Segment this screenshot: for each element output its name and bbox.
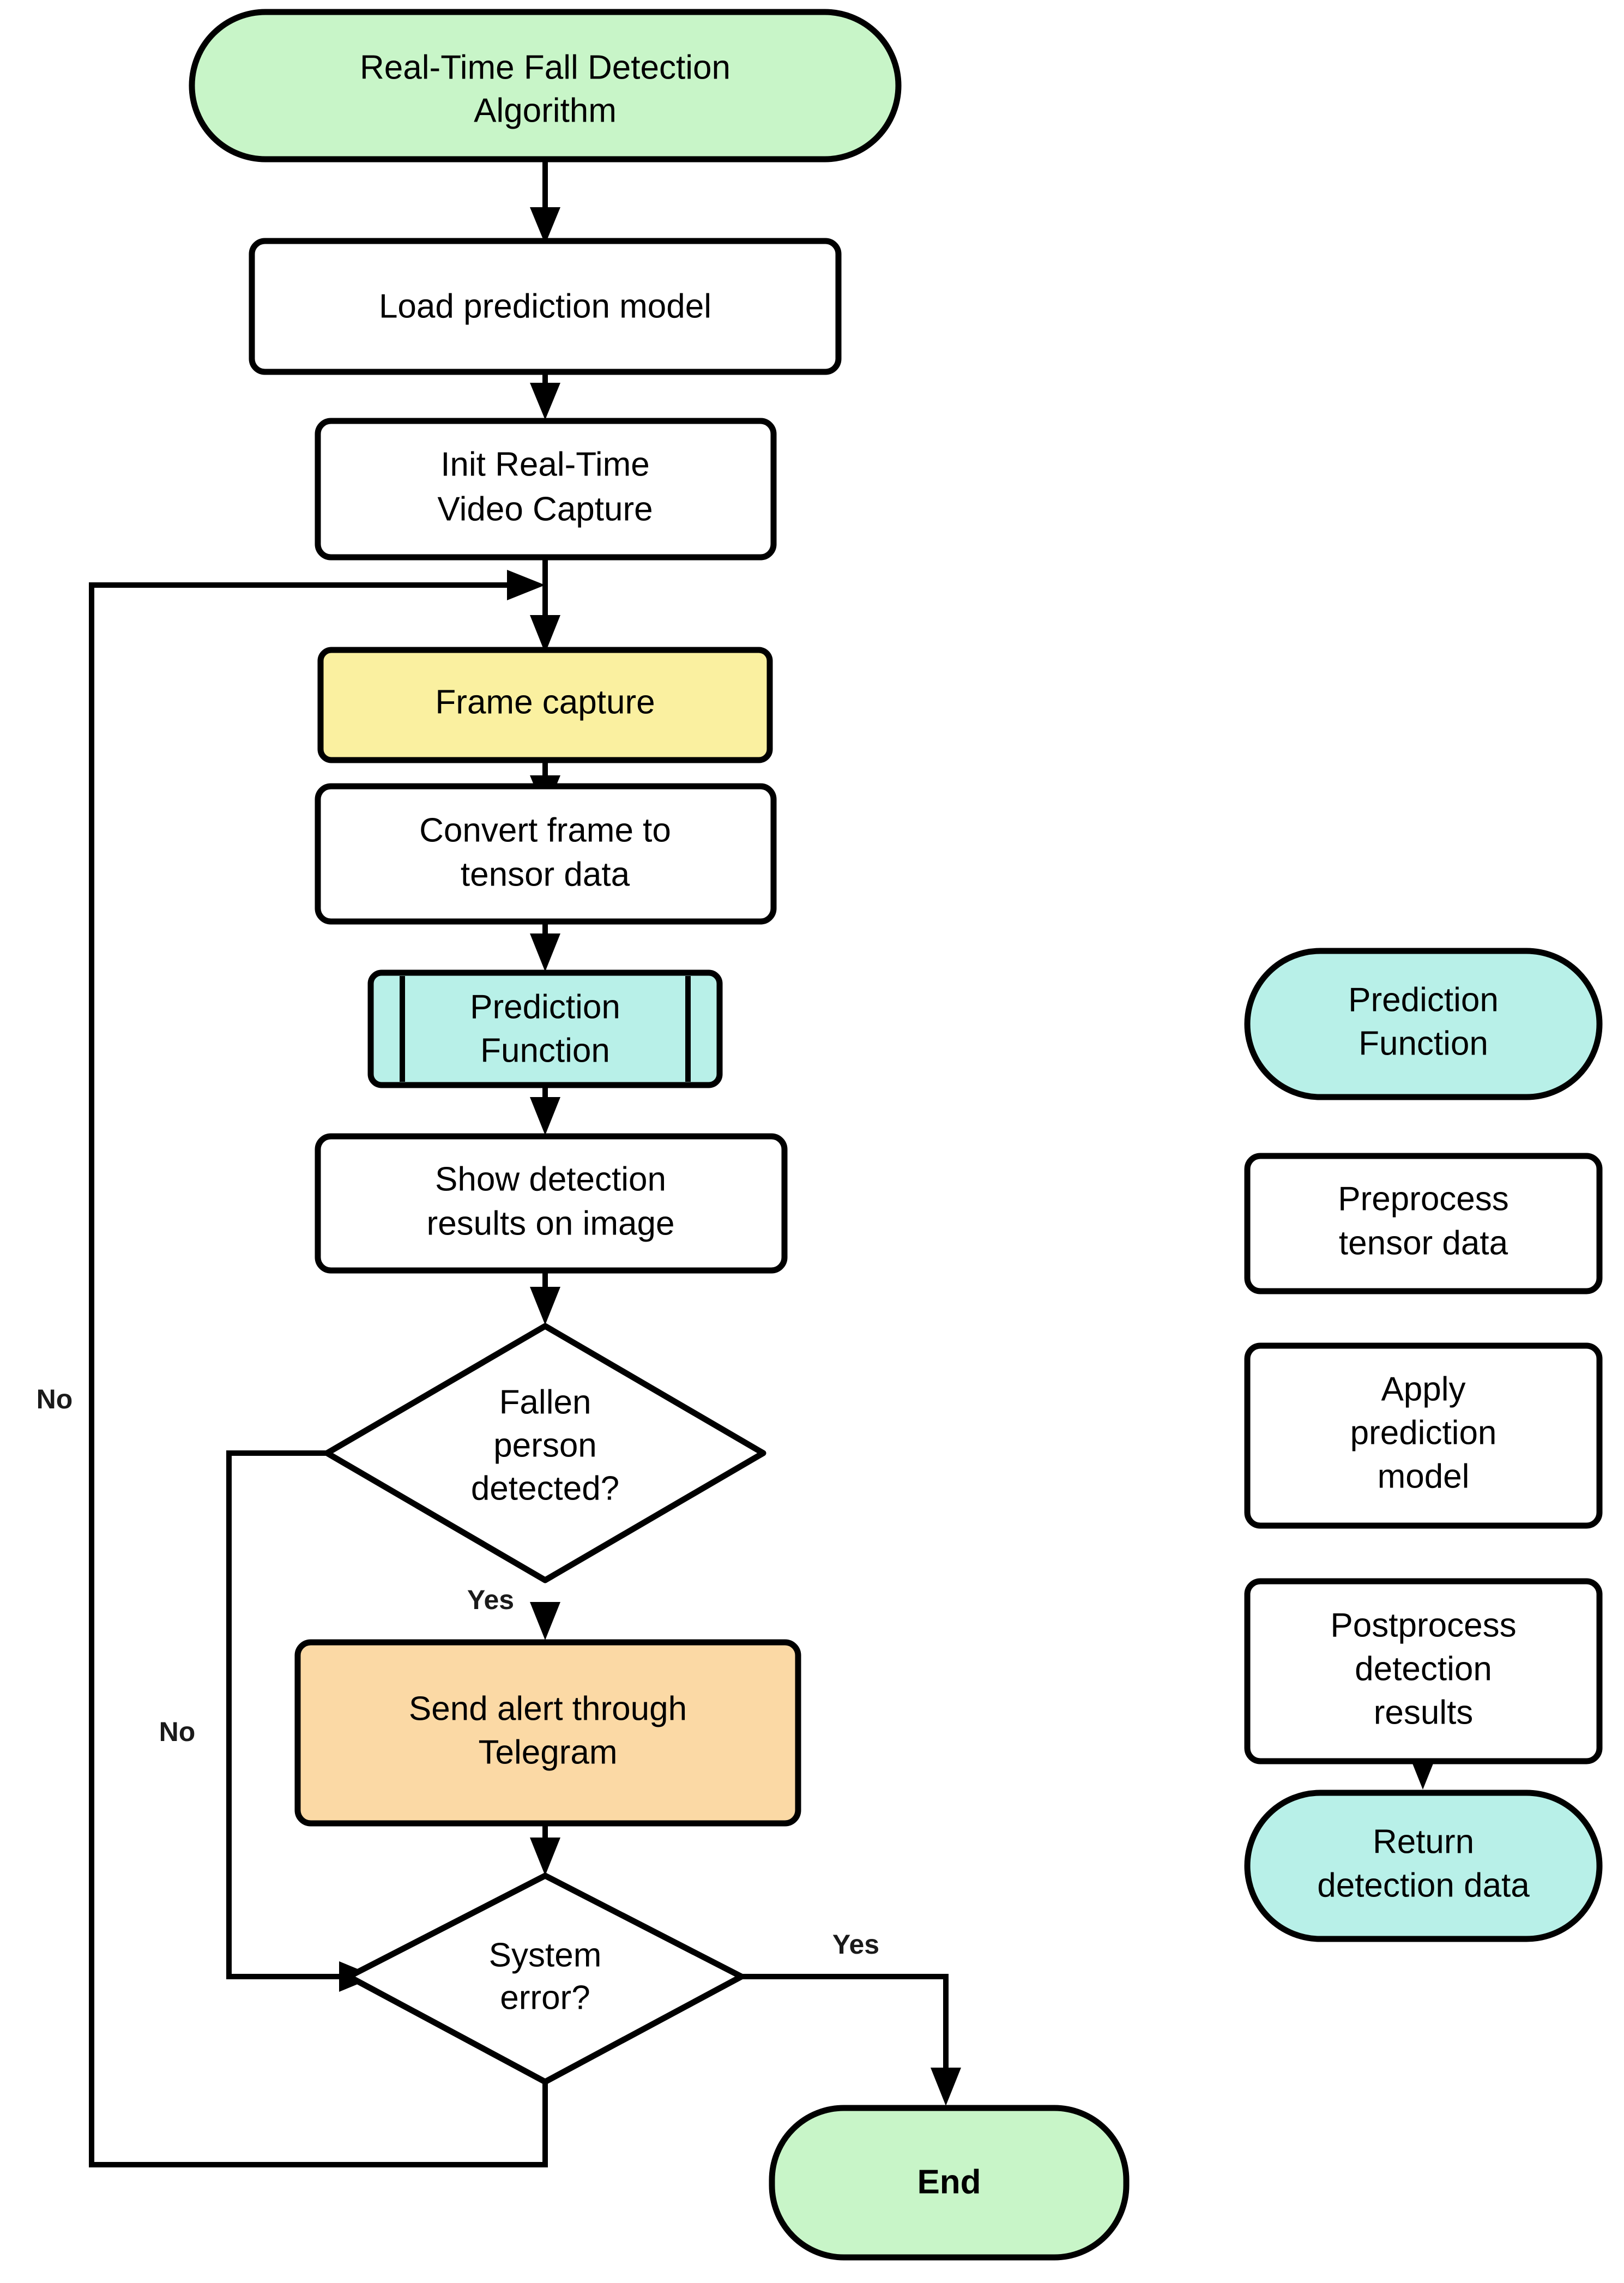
node-frame-capture[interactable]: Frame capture [317, 647, 773, 763]
edge-label-fallen-yes: Yes [467, 1585, 514, 1615]
node-show-detection-results-label-line1: Show detection [435, 1160, 666, 1198]
node-return-detection-data[interactable]: Return detection data [1244, 1790, 1603, 1942]
node-apply-prediction-model-label-line2: prediction [1350, 1414, 1497, 1451]
node-postprocess-detection-results-label-line3: results [1374, 1694, 1474, 1731]
node-preprocess-tensor-data-label-line2: tensor data [1339, 1224, 1508, 1262]
arrowhead-send-alert-to-error [530, 1838, 560, 1876]
arrowhead-error-no-loopback [507, 570, 545, 600]
node-frame-capture-label: Frame capture [435, 683, 655, 721]
node-convert-frame-label-line1: Convert frame to [419, 811, 671, 849]
node-fallen-person-decision-shape[interactable] [324, 1323, 766, 1583]
node-convert-frame-label-line2: tensor data [461, 856, 630, 893]
arrowhead-prediction-to-show-results [530, 1097, 560, 1135]
node-postprocess-detection-results-shape[interactable] [1244, 1578, 1603, 1764]
edge-label-error-no: No [37, 1384, 73, 1414]
arrowhead-init-to-frame-capture [530, 615, 560, 653]
node-end[interactable]: End [769, 2105, 1130, 2261]
node-frame-capture-shape[interactable] [317, 647, 773, 763]
node-show-detection-results-shape[interactable] [315, 1133, 788, 1274]
node-end-shape[interactable] [769, 2105, 1130, 2261]
arrowhead-load-model-to-init [530, 383, 560, 420]
node-convert-frame[interactable]: Convert frame to tensor data [315, 783, 777, 925]
node-system-error-decision[interactable]: System error? [346, 1872, 745, 2085]
node-load-prediction-model-shape[interactable] [249, 238, 842, 375]
node-start-label-line1: Real-Time Fall Detection [360, 49, 731, 86]
node-subroutine-start-shape[interactable] [1244, 948, 1603, 1100]
node-init-video-capture-label-line1: Init Real-Time [440, 445, 650, 483]
arrowhead-convert-to-prediction [530, 933, 560, 972]
node-load-prediction-model[interactable]: Load prediction model [249, 238, 842, 375]
arrowhead-error-yes-to-end [931, 2068, 961, 2106]
edge-error-yes-to-end [741, 1974, 949, 2072]
node-system-error-decision-shape[interactable] [346, 1872, 745, 2085]
node-postprocess-detection-results-label-line1: Postprocess [1330, 1606, 1516, 1644]
node-apply-prediction-model-shape[interactable] [1244, 1342, 1603, 1529]
node-convert-frame-shape[interactable] [315, 783, 777, 925]
node-preprocess-tensor-data-shape[interactable] [1244, 1153, 1603, 1294]
edge-label-fallen-no: No [159, 1716, 196, 1747]
node-send-alert-telegram-label-line2: Telegram [479, 1733, 618, 1771]
node-prediction-function-call-label-line1: Prediction [470, 988, 620, 1026]
node-apply-prediction-model[interactable]: Apply prediction model [1244, 1342, 1603, 1529]
node-start-shape[interactable] [189, 9, 902, 162]
node-load-prediction-model-label: Load prediction model [379, 287, 711, 325]
node-init-video-capture[interactable]: Init Real-Time Video Capture [315, 418, 777, 561]
node-system-error-decision-label-line1: System [489, 1936, 602, 1974]
node-prediction-function-call[interactable]: Prediction Function [367, 969, 723, 1088]
node-subroutine-start-label-line2: Function [1359, 1025, 1488, 1062]
arrowhead-start-to-load-model [530, 207, 560, 244]
node-start-label-line2: Algorithm [474, 92, 617, 129]
node-apply-prediction-model-label-line3: model [1378, 1457, 1470, 1495]
node-send-alert-telegram-shape[interactable] [294, 1639, 801, 1827]
edge-labels-layer: No Yes No Yes [37, 1384, 879, 1960]
arrowhead-fallen-yes-to-send-alert [530, 1602, 560, 1640]
node-init-video-capture-label-line2: Video Capture [437, 490, 653, 528]
node-fallen-person-decision-label-line2: person [493, 1426, 597, 1464]
node-postprocess-detection-results-label-line2: detection [1355, 1650, 1492, 1688]
node-postprocess-detection-results[interactable]: Postprocess detection results [1244, 1578, 1603, 1764]
node-preprocess-tensor-data[interactable]: Preprocess tensor data [1244, 1153, 1603, 1294]
node-init-video-capture-shape[interactable] [315, 418, 777, 561]
arrowhead-show-results-to-fallen [530, 1287, 560, 1325]
node-prediction-function-call-shape[interactable] [367, 969, 723, 1088]
node-return-detection-data-label-line2: detection data [1317, 1866, 1530, 1904]
node-subroutine-start[interactable]: Prediction Function [1244, 948, 1603, 1100]
node-fallen-person-decision-label-line1: Fallen [499, 1383, 591, 1421]
node-return-detection-data-shape[interactable] [1244, 1790, 1603, 1942]
node-fallen-person-decision-label-line3: detected? [471, 1469, 619, 1507]
node-show-detection-results-label-line2: results on image [427, 1204, 675, 1242]
node-prediction-function-call-label-line2: Function [480, 1032, 610, 1069]
node-show-detection-results[interactable]: Show detection results on image [315, 1133, 788, 1274]
node-return-detection-data-label-line1: Return [1373, 1823, 1474, 1860]
node-preprocess-tensor-data-label-line1: Preprocess [1338, 1180, 1509, 1218]
node-apply-prediction-model-label-line1: Apply [1381, 1370, 1465, 1408]
node-send-alert-telegram[interactable]: Send alert through Telegram [294, 1639, 801, 1827]
node-fallen-person-decision[interactable]: Fallen person detected? [324, 1323, 766, 1583]
node-system-error-decision-label-line2: error? [500, 1979, 590, 2016]
node-start[interactable]: Real-Time Fall Detection Algorithm [189, 9, 902, 162]
node-subroutine-start-label-line1: Prediction [1348, 981, 1499, 1019]
node-send-alert-telegram-label-line1: Send alert through [409, 1690, 687, 1727]
node-end-label: End [917, 2163, 981, 2201]
edge-error-no-loopback [89, 582, 548, 2167]
edge-label-error-yes: Yes [832, 1929, 879, 1960]
